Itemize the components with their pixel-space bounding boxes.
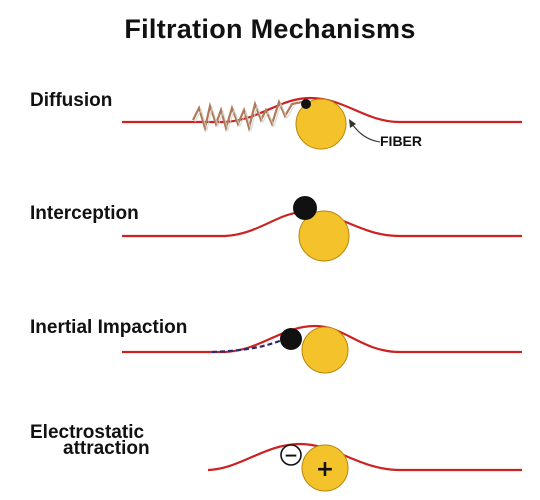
panel-electrostatic: + − [207,442,522,492]
brownian-path [192,98,303,133]
fiber-label: FIBER [380,133,422,149]
panel-inertial-impaction [122,324,522,374]
fiber-pointer-arrow [351,123,381,143]
streamline [207,442,522,472]
fiber [301,326,349,374]
fiber [295,98,347,150]
streamline [122,96,522,124]
fiber [298,210,350,262]
fiber-charge-sign: + [316,457,334,482]
particle [301,99,311,109]
inertial-trajectory [211,338,283,354]
particle [293,196,317,220]
particle [280,328,302,350]
label-interception: Interception [30,203,139,224]
panel-diffusion [122,96,522,150]
fiber [301,444,349,492]
streamline [122,324,522,354]
label-electrostatic: Electrostatic [30,422,145,443]
particle [280,444,302,466]
label-attraction: attraction [63,438,150,459]
panel-interception [122,196,522,262]
brownian-path-shadow [194,102,295,133]
arrow-head [349,119,356,128]
label-diffusion: Diffusion [30,90,113,111]
label-inertial-impaction: Inertial Impaction [30,317,188,338]
diagram-title: Filtration Mechanisms [124,14,416,44]
particle-charge-sign: − [284,446,298,466]
